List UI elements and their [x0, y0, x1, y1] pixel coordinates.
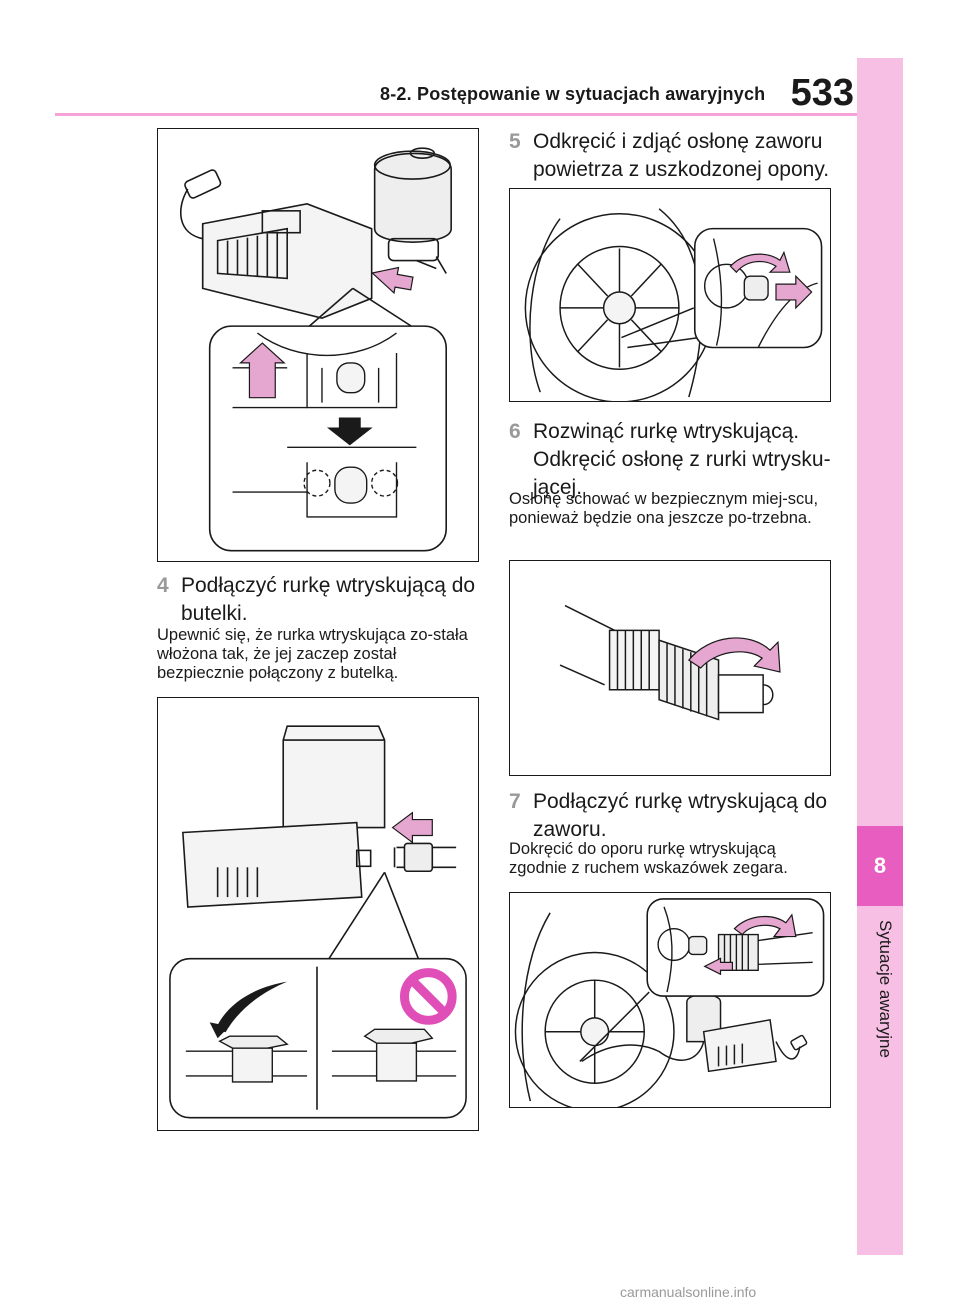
chapter-label: Sytuacje awaryjne — [876, 920, 895, 1058]
watermark: carmanualsonline.info — [620, 1284, 757, 1300]
valve-cap-illustration — [524, 208, 823, 401]
step-6-number: 6 — [509, 420, 521, 443]
figure-hose-cap — [509, 560, 831, 776]
step-5: 5 Odkręcić i zdjąć osłonę zaworu powietrz… — [509, 128, 831, 184]
chapter-number: 8 — [857, 826, 903, 906]
step-7-note: Dokręcić do oporu rurkę wtryskującą zgod… — [509, 840, 788, 877]
step-6-note: Osłonę schować w bezpiecznym miej-scu, p… — [509, 490, 819, 527]
header-rule — [55, 113, 857, 116]
step-4-number: 4 — [157, 574, 169, 597]
hose-to-valve-illustration — [514, 898, 825, 1107]
step-5-title: Odkręcić i zdjąć osłonę zaworu powietrza… — [533, 130, 830, 181]
connection-check-illustration — [169, 725, 467, 1119]
step-7-number: 7 — [509, 790, 521, 813]
chapter-side-tab: 8 Sytuacje awaryjne — [857, 58, 903, 1255]
step-4-title: Podłączyć rurkę wtryskującą do butelki. — [181, 574, 476, 625]
step-6-title: Rozwinąć rurkę wtryskującą. Odkręcić osł… — [533, 420, 831, 499]
figure-valve-cap — [509, 188, 831, 402]
section-title: 8-2. Postępowanie w sytuacjach awaryjnyc… — [380, 84, 766, 104]
hose-cap-illustration — [559, 604, 781, 721]
figure-connection-check — [157, 697, 479, 1131]
figure-compressor-bottle — [157, 128, 479, 562]
step-5-number: 5 — [509, 130, 521, 153]
page-number: 533 — [790, 72, 854, 114]
figure-hose-to-valve — [509, 892, 831, 1108]
step-7: 7 Podłączyć rurkę wtryskującą do zaworu. — [509, 788, 831, 844]
step-4: 4 Podłączyć rurkę wtryskującą do butelki. — [157, 572, 479, 628]
step-7-title: Podłączyć rurkę wtryskującą do zaworu. — [533, 790, 828, 841]
step-6: 6 Rozwinąć rurkę wtryskującą. Odkręcić os… — [509, 418, 831, 502]
step-4-note: Upewnić się, że rurka wtryskująca zo-sta… — [157, 626, 468, 682]
compressor-bottle-illustration — [180, 147, 452, 552]
